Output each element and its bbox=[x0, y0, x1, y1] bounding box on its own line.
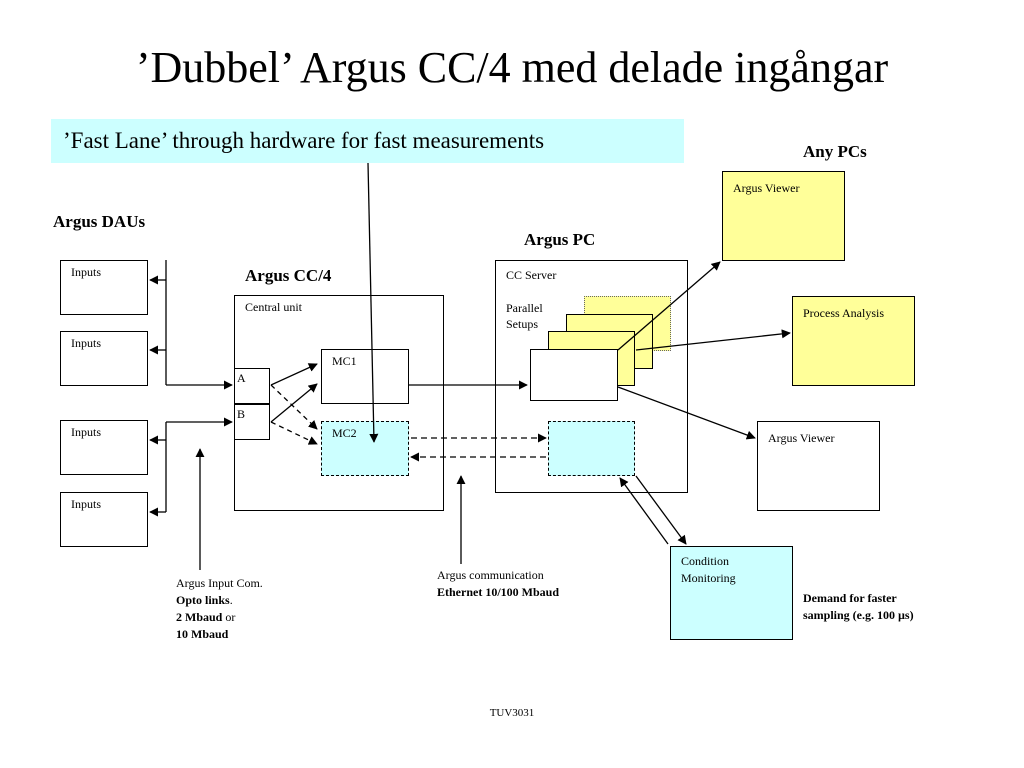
condition-monitoring-box[interactable]: Condition Monitoring bbox=[670, 546, 793, 640]
central-unit-label: Central unit bbox=[245, 300, 302, 314]
port-b-box[interactable]: B bbox=[234, 404, 270, 440]
argus-viewer-top-box[interactable]: Argus Viewer bbox=[722, 171, 845, 261]
slide-title: ’Dubbel’ Argus CC/4 med delade ingångar bbox=[135, 43, 889, 92]
demand-annotation: Demand for faster sampling (e.g. 100 µs) bbox=[803, 590, 914, 624]
mc1-label: MC1 bbox=[332, 354, 357, 368]
dau-label: Inputs bbox=[71, 265, 101, 279]
parallel-line-1: Parallel bbox=[506, 301, 543, 315]
argus-viewer-top-label: Argus Viewer bbox=[733, 181, 800, 195]
dau-box-1[interactable]: Inputs bbox=[60, 260, 148, 315]
parallel-setups-label: Parallel Setups bbox=[506, 300, 543, 332]
input-com-2mbaud: 2 Mbaud bbox=[176, 610, 223, 624]
mc2-label: MC2 bbox=[332, 426, 357, 440]
condition-line-1: Condition bbox=[681, 554, 730, 568]
argus-pc-header: Argus PC bbox=[524, 230, 596, 249]
argus-viewer-bottom-box[interactable]: Argus Viewer bbox=[757, 421, 880, 511]
condition-line-2: Monitoring bbox=[681, 571, 736, 585]
argus-communication-annotation: Argus communication Ethernet 10/100 Mbau… bbox=[437, 567, 559, 601]
demand-line-2: sampling (e.g. 100 µs) bbox=[803, 608, 914, 622]
setup-stack-box-front[interactable] bbox=[530, 349, 618, 401]
process-analysis-box[interactable]: Process Analysis bbox=[792, 296, 915, 386]
dau-box-3[interactable]: Inputs bbox=[60, 420, 148, 475]
input-com-annotation: Argus Input Com. Opto links. 2 Mbaud or … bbox=[176, 575, 263, 643]
dau-label: Inputs bbox=[71, 497, 101, 511]
cc-server-label: CC Server bbox=[506, 268, 557, 282]
dau-box-2[interactable]: Inputs bbox=[60, 331, 148, 386]
port-a-box[interactable]: A bbox=[234, 368, 270, 404]
port-a-label: A bbox=[237, 371, 246, 385]
input-com-dot: . bbox=[229, 593, 233, 607]
argus-daus-header: Argus DAUs bbox=[53, 212, 146, 231]
demand-line-1: Demand for faster bbox=[803, 591, 897, 605]
dau-label: Inputs bbox=[71, 336, 101, 350]
process-analysis-label: Process Analysis bbox=[803, 306, 884, 320]
port-b-label: B bbox=[237, 407, 246, 421]
comm-line-1: Argus communication bbox=[437, 568, 544, 582]
any-pcs-header: Any PCs bbox=[803, 142, 867, 161]
mc1-box[interactable]: MC1 bbox=[321, 349, 409, 404]
comm-line-2: Ethernet 10/100 Mbaud bbox=[437, 585, 560, 599]
condition-monitoring-label: Condition Monitoring bbox=[671, 547, 792, 587]
parallel-line-2: Setups bbox=[506, 317, 539, 331]
mc2-box[interactable]: MC2 bbox=[321, 421, 409, 476]
input-com-opto: Opto links bbox=[176, 593, 230, 607]
fast-lane-banner: ’Fast Lane’ through hardware for fast me… bbox=[51, 119, 684, 163]
dau-label: Inputs bbox=[71, 425, 101, 439]
input-com-or: or bbox=[222, 610, 236, 624]
footer-code: TUV3031 bbox=[489, 707, 535, 719]
argus-cc4-header: Argus CC/4 bbox=[245, 266, 332, 285]
input-com-line-1: Argus Input Com. bbox=[176, 576, 263, 590]
argus-viewer-bottom-label: Argus Viewer bbox=[768, 431, 835, 445]
input-com-10mbaud: 10 Mbaud bbox=[176, 627, 229, 641]
dau-box-4[interactable]: Inputs bbox=[60, 492, 148, 547]
fast-lane-pc-box[interactable] bbox=[548, 421, 635, 476]
